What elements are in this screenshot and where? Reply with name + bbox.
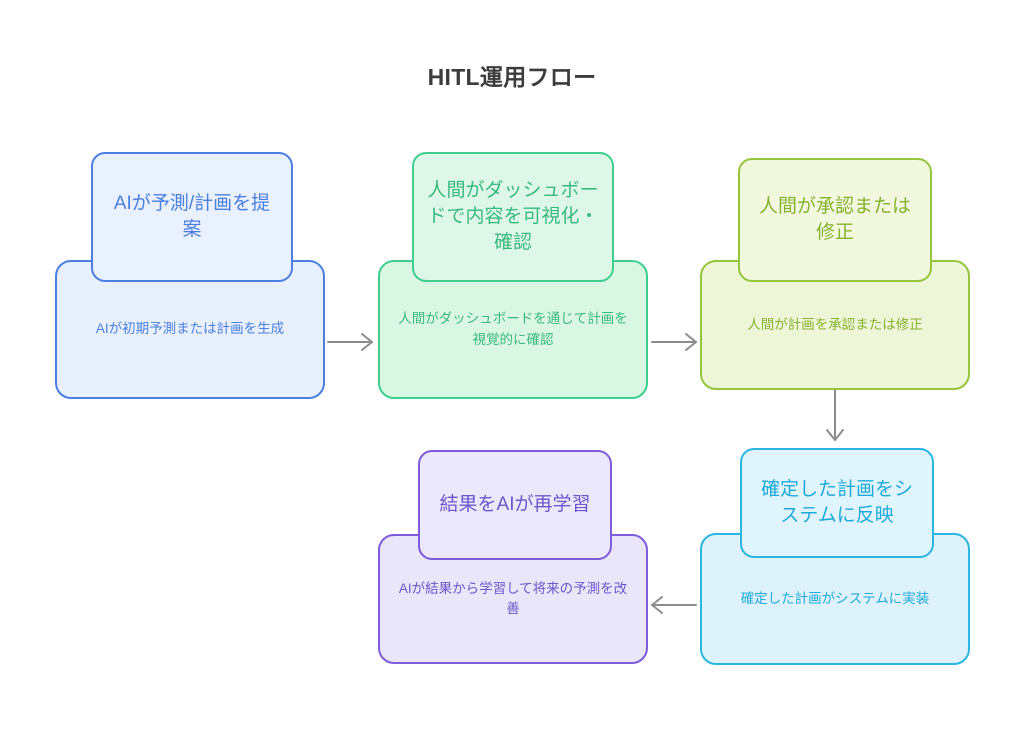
node-human-approve-header-box[interactable]: 人間が承認または修正 [738, 158, 932, 282]
node-human-approve-body-text: 人間が計画を承認または修正 [747, 316, 923, 332]
node-apply-to-system-header-text: 確定した計画をシステムに反映 [760, 478, 913, 526]
node-ai-retrain-header-text: 結果をAIが再学習 [439, 493, 591, 515]
node-ai-propose-header-text: AIが予測/計画を提案 [113, 192, 271, 240]
node-apply-to-system-header-box[interactable]: 確定した計画をシステムに反映 [740, 448, 934, 558]
connector-human-visualize-to-human-approve [651, 333, 697, 351]
node-human-visualize-body-box[interactable]: 人間がダッシュボードを通じて計画を視覚的に確認 [378, 260, 648, 399]
node-human-approve-header-text: 人間が承認または修正 [758, 195, 911, 243]
node-ai-propose-body-text: AIが初期予測または計画を生成 [95, 321, 285, 337]
node-ai-propose-header-box[interactable]: AIが予測/計画を提案 [91, 152, 293, 282]
connector-human-approve-to-apply-to-system [826, 389, 844, 441]
page-title: HITL運用フロー [427, 64, 597, 90]
connector-ai-propose-to-human-visualize [327, 333, 373, 351]
node-human-visualize-body-text: 人間がダッシュボードを通じて計画を視覚的に確認 [398, 311, 628, 347]
node-ai-retrain-body-text: AIが結果から学習して将来の予測を改善 [398, 580, 628, 616]
node-ai-retrain-header-box[interactable]: 結果をAIが再学習 [418, 450, 612, 560]
node-apply-to-system-body-text: 確定した計画がシステムに実装 [740, 590, 930, 606]
node-human-visualize-header-box[interactable]: 人間がダッシュボードで内容を可視化・確認 [412, 152, 614, 282]
connector-apply-to-system-to-ai-retrain [651, 596, 697, 614]
node-human-visualize-header-text: 人間がダッシュボードで内容を可視化・確認 [427, 179, 599, 254]
